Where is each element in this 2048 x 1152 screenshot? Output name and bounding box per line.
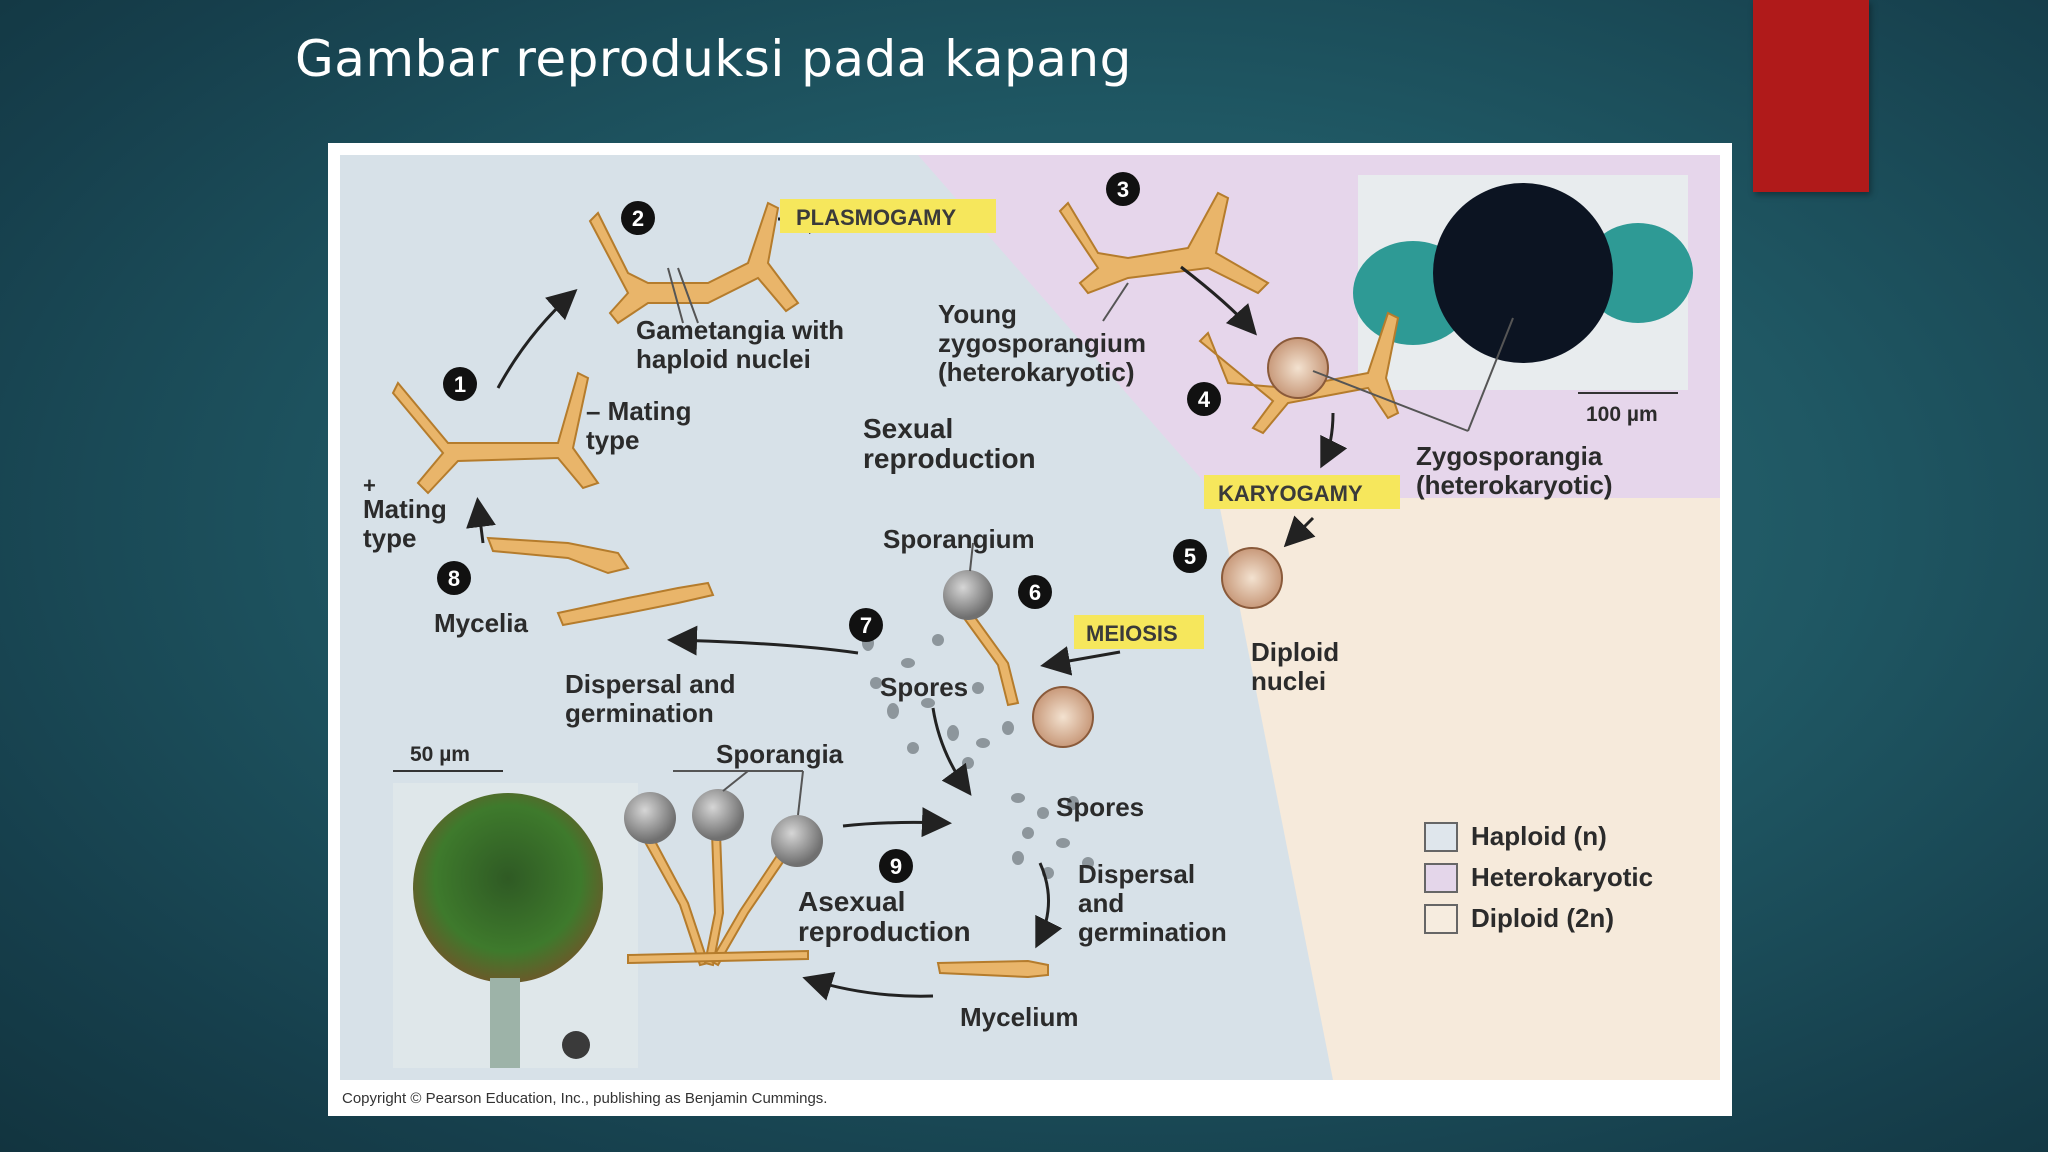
sporangia-ball-1 xyxy=(624,792,676,844)
svg-text:MEIOSIS: MEIOSIS xyxy=(1086,621,1178,646)
svg-text:6: 6 xyxy=(1029,580,1041,605)
svg-text:KARYOGAMY: KARYOGAMY xyxy=(1218,481,1363,506)
plasmogamy-tag: PLASMOGAMY xyxy=(780,199,996,233)
young-zygosporangium-label: Young xyxy=(938,299,1017,329)
sporangia-label: Sporangia xyxy=(716,739,844,769)
spores-scatter xyxy=(862,634,1094,879)
spores-label-1: Spores xyxy=(880,672,968,702)
svg-text:haploid nuclei: haploid nuclei xyxy=(636,344,811,374)
svg-text:zygosporangium: zygosporangium xyxy=(938,328,1146,358)
svg-text:nuclei: nuclei xyxy=(1251,666,1326,696)
step-badges: 1 2 3 4 5 6 7 8 9 xyxy=(437,172,1221,883)
minus-mating-label: – Mating xyxy=(586,396,691,426)
diploid-nuclei-label: Diploid xyxy=(1251,637,1339,667)
svg-text:(heterokaryotic): (heterokaryotic) xyxy=(938,357,1135,387)
svg-text:PLASMOGAMY: PLASMOGAMY xyxy=(796,205,956,230)
svg-text:reproduction: reproduction xyxy=(798,916,971,947)
svg-text:(heterokaryotic): (heterokaryotic) xyxy=(1416,470,1613,500)
plus-mating-label: + xyxy=(363,473,376,498)
legend-swatch-heterokaryotic xyxy=(1424,863,1458,893)
zygosporangia-label: Zygosporangia xyxy=(1416,441,1603,471)
dispersal-label-1: Dispersal and xyxy=(565,669,736,699)
scale-bar-100: 100 µm xyxy=(1578,392,1678,426)
svg-text:reproduction: reproduction xyxy=(863,443,1036,474)
slide-title: Gambar reproduksi pada kapang xyxy=(295,30,1132,88)
meiosis-tag: MEIOSIS xyxy=(1074,615,1204,649)
copyright-text: Copyright © Pearson Education, Inc., pub… xyxy=(342,1090,827,1107)
svg-text:germination: germination xyxy=(565,698,714,728)
cycle-arrows xyxy=(466,204,1348,1001)
legend-swatch-haploid xyxy=(1424,822,1458,852)
asexual-reproduction-label: Asexual xyxy=(798,886,905,917)
gametangia-label: Gametangia with xyxy=(636,315,844,345)
svg-text:type: type xyxy=(586,425,639,455)
diploid-region xyxy=(1218,498,1720,1080)
svg-text:and: and xyxy=(1078,888,1124,918)
sporangium-micrograph xyxy=(393,783,638,1068)
svg-text:1: 1 xyxy=(454,372,466,397)
svg-text:germination: germination xyxy=(1078,917,1227,947)
svg-text:3: 3 xyxy=(1117,177,1129,202)
pointer-lines xyxy=(667,267,1514,816)
sporangium-ball xyxy=(943,570,993,620)
sporangium-label: Sporangium xyxy=(883,524,1035,554)
svg-text:50 µm: 50 µm xyxy=(410,743,470,766)
accent-bar xyxy=(1753,0,1869,192)
lifecycle-diagram: 100 µm 50 µm xyxy=(340,155,1720,1107)
svg-text:5: 5 xyxy=(1184,544,1196,569)
sexual-reproduction-label: Sexual xyxy=(863,413,953,444)
svg-text:type: type xyxy=(363,523,416,553)
scale-bar-50: 50 µm xyxy=(393,743,503,772)
svg-text:4: 4 xyxy=(1198,387,1211,412)
svg-text:100 µm: 100 µm xyxy=(1586,403,1658,426)
sporangia-ball-2 xyxy=(692,789,744,841)
spores-label-2: Spores xyxy=(1056,792,1144,822)
zygosporangia-micrograph xyxy=(1353,175,1693,390)
legend-haploid-label: Haploid (n) xyxy=(1471,821,1607,851)
mycelium-label: Mycelium xyxy=(960,1002,1079,1032)
svg-text:7: 7 xyxy=(860,613,872,638)
zygosporangium-4 xyxy=(1267,337,1329,399)
legend-swatch-diploid xyxy=(1424,904,1458,934)
svg-text:2: 2 xyxy=(632,206,644,231)
dispersal-label-2: Dispersal xyxy=(1078,859,1195,889)
karyogamy-tag: KARYOGAMY xyxy=(1204,475,1400,509)
lifecycle-figure: 100 µm 50 µm xyxy=(328,143,1732,1116)
svg-text:8: 8 xyxy=(448,566,460,591)
svg-text:9: 9 xyxy=(890,854,902,879)
legend-heterokaryotic-label: Heterokaryotic xyxy=(1471,862,1653,892)
diagram-labels: Gametangia with haploid nuclei Young zyg… xyxy=(363,299,1613,1032)
zygosporangium-6 xyxy=(1032,686,1094,748)
sporangia-ball-3 xyxy=(771,815,823,867)
legend-diploid-label: Diploid (2n) xyxy=(1471,903,1614,933)
mycelia-label: Mycelia xyxy=(434,608,528,638)
legend: Haploid (n) Heterokaryotic Diploid (2n) xyxy=(1424,821,1653,934)
svg-text:Mating: Mating xyxy=(363,494,447,524)
zygosporangium-5 xyxy=(1221,547,1283,609)
